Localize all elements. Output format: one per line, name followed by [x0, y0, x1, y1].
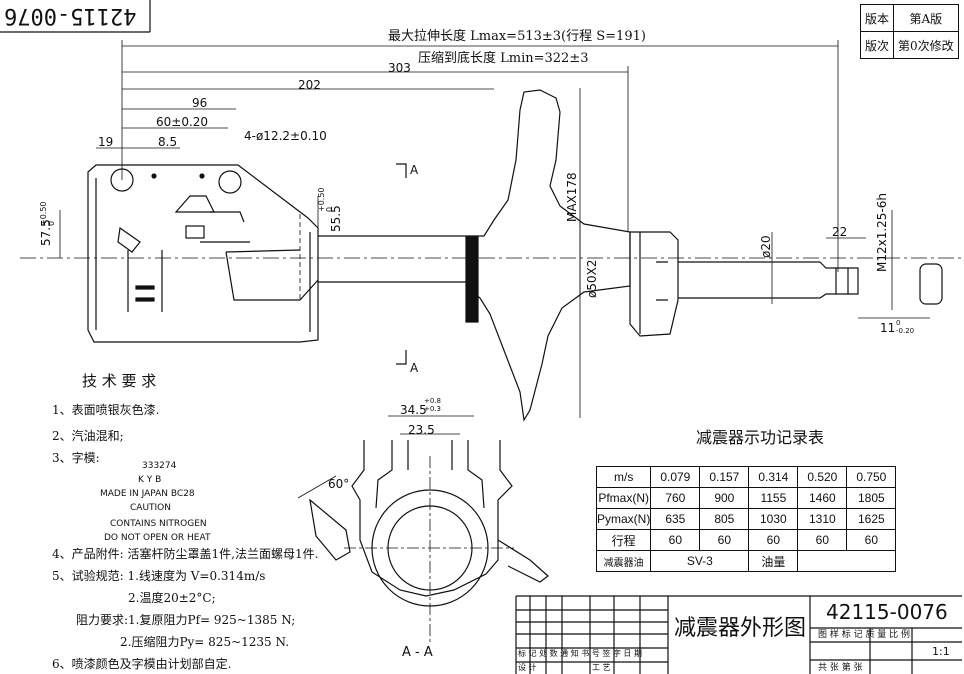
- dim-8-5: 8.5: [158, 135, 178, 149]
- mark-line-4: CAUTION: [130, 503, 171, 513]
- dim-20: ø20: [759, 235, 773, 258]
- dim-lmax: 最大拉伸长度 Lmax=513±3(行程 S=191): [388, 29, 646, 44]
- perf-cell: Pymax(N): [595, 508, 652, 530]
- section-a-top: A: [410, 163, 419, 177]
- dim-96: 96: [192, 96, 208, 110]
- dim-holes: 4-ø12.2±0.10: [244, 129, 327, 143]
- dim-60: 60±0.20: [156, 115, 209, 129]
- dim-22: 22: [832, 225, 848, 239]
- section-a-a-label: A - A: [402, 645, 433, 660]
- dim-50x2: ø50X2: [585, 259, 599, 298]
- dim-303: 303: [388, 61, 411, 75]
- perf-header-row: m/s 0.079 0.157 0.314 0.520 0.750: [595, 466, 897, 488]
- rotated-doc-number: 42115-0076: [4, 3, 137, 28]
- dim-57-5-tol: +0.50 0: [39, 201, 56, 226]
- oil-qty-label: 油量: [748, 550, 799, 572]
- tech-req-item5b: 2.温度20±2°C;: [128, 591, 216, 605]
- title-col-labels: 图 样 标 记 质 量 比 例: [818, 630, 911, 640]
- perf-cell: 1310: [797, 508, 848, 530]
- dim-19: 19: [98, 135, 114, 149]
- dim-max178: MAX178: [565, 172, 579, 222]
- dim-202: 202: [298, 78, 321, 92]
- perf-row: Pymax(N) 635 805 1030 1310 1625: [595, 508, 897, 530]
- perf-oil-row: 减震器油 SV-3 油量: [595, 550, 897, 572]
- perf-table-title: 减震器示功记录表: [696, 428, 825, 447]
- perf-cell: 60: [846, 529, 897, 551]
- perf-cell: 1460: [797, 487, 848, 509]
- perf-cell: 60: [699, 529, 750, 551]
- perf-cell: 1155: [748, 487, 799, 509]
- dim-11: 11: [880, 321, 896, 335]
- perf-cell: 0.314: [748, 466, 799, 488]
- tech-req-item6: 6、喷漆颜色及字模由计划部自定.: [52, 657, 232, 671]
- mark-line-2: K Y B: [138, 475, 162, 485]
- mark-line-3: MADE IN JAPAN BC28: [100, 489, 195, 499]
- revision-label: 版次: [859, 31, 895, 59]
- tech-req-item5d: 2.压缩阻力Py= 825~1235 N.: [120, 635, 290, 649]
- mark-line-6: DO NOT OPEN OR HEAT: [104, 533, 211, 543]
- tech-req-item3: 3、字模:: [52, 451, 100, 465]
- perf-cell: 0.157: [699, 466, 750, 488]
- perf-row: Pfmax(N) 760 900 1155 1460 1805: [595, 487, 897, 509]
- oil-qty-value: [797, 550, 897, 572]
- scale-value: 1:1: [932, 645, 950, 658]
- perf-cell: 1625: [846, 508, 897, 530]
- mark-line-1: 333274: [142, 461, 177, 471]
- tech-req-item4: 4、产品附件: 活塞杆防尘罩盖1件,法兰面螺母1件.: [52, 547, 319, 561]
- perf-cell: 0.079: [650, 466, 701, 488]
- mark-line-5: CONTAINS NITROGEN: [110, 519, 207, 529]
- perf-cell: 60: [797, 529, 848, 551]
- perf-cell: 1805: [846, 487, 897, 509]
- title-sheets: 共 张 第 张: [818, 663, 863, 673]
- perf-cell: 900: [699, 487, 750, 509]
- perf-cell: 760: [650, 487, 701, 509]
- tech-req-title: 技 术 要 求: [82, 372, 157, 390]
- title-row-labels: 标 记 处 数 通 知 书 号 签 字 日 期: [518, 649, 642, 658]
- oil-type: SV-3: [650, 550, 750, 572]
- perf-cell: 0.750: [846, 466, 897, 488]
- perf-cell: Pfmax(N): [595, 487, 652, 509]
- version-value: 第A版: [893, 4, 959, 32]
- tech-req-item5c: 阻力要求:1.复原阻力Pf= 925~1385 N;: [76, 613, 296, 627]
- dim-55-5-tol: +0.50 0: [317, 187, 334, 212]
- title-design: 设 计: [518, 663, 537, 672]
- perf-cell: 60: [748, 529, 799, 551]
- dim-angle-60: 60°: [328, 477, 350, 491]
- version-label: 版本: [859, 4, 895, 32]
- tech-req-item2: 2、汽油混和;: [52, 429, 124, 443]
- title-process: 工 艺: [592, 663, 611, 672]
- perf-cell: 635: [650, 508, 701, 530]
- perf-cell: 1030: [748, 508, 799, 530]
- perf-cell: 60: [650, 529, 701, 551]
- revision-value: 第0次修改: [893, 31, 959, 59]
- perf-row: 行程 60 60 60 60 60: [595, 529, 897, 551]
- drawing-name: 减震器外形图: [674, 616, 807, 641]
- section-a-bottom: A: [410, 361, 419, 375]
- perf-cell: 行程: [595, 529, 652, 551]
- perf-cell: 805: [699, 508, 750, 530]
- dim-34-5: 34.5: [400, 403, 427, 417]
- perf-table: m/s 0.079 0.157 0.314 0.520 0.750 Pfmax(…: [595, 466, 897, 572]
- dim-23-5: 23.5: [408, 423, 435, 437]
- version-table: 版本 第A版 版次 第0次修改: [859, 4, 959, 59]
- dim-34-5-tol: +0.8 +0.3: [424, 397, 441, 413]
- dim-lmin: 压缩到底长度 Lmin=322±3: [418, 51, 589, 66]
- dim-thread: M12x1.25-6h: [875, 192, 889, 272]
- tech-req-item5: 5、试验规范: 1.线速度为 V=0.314m/s: [52, 569, 266, 583]
- tech-req-item1: 1、表面喷银灰色漆.: [52, 403, 160, 417]
- oil-label: 减震器油: [595, 550, 652, 572]
- dim-11-tol: 0 -0.20: [896, 319, 915, 335]
- drawing-number: 42115-0076: [826, 600, 948, 624]
- perf-cell: 0.520: [797, 466, 848, 488]
- perf-cell: m/s: [595, 466, 652, 488]
